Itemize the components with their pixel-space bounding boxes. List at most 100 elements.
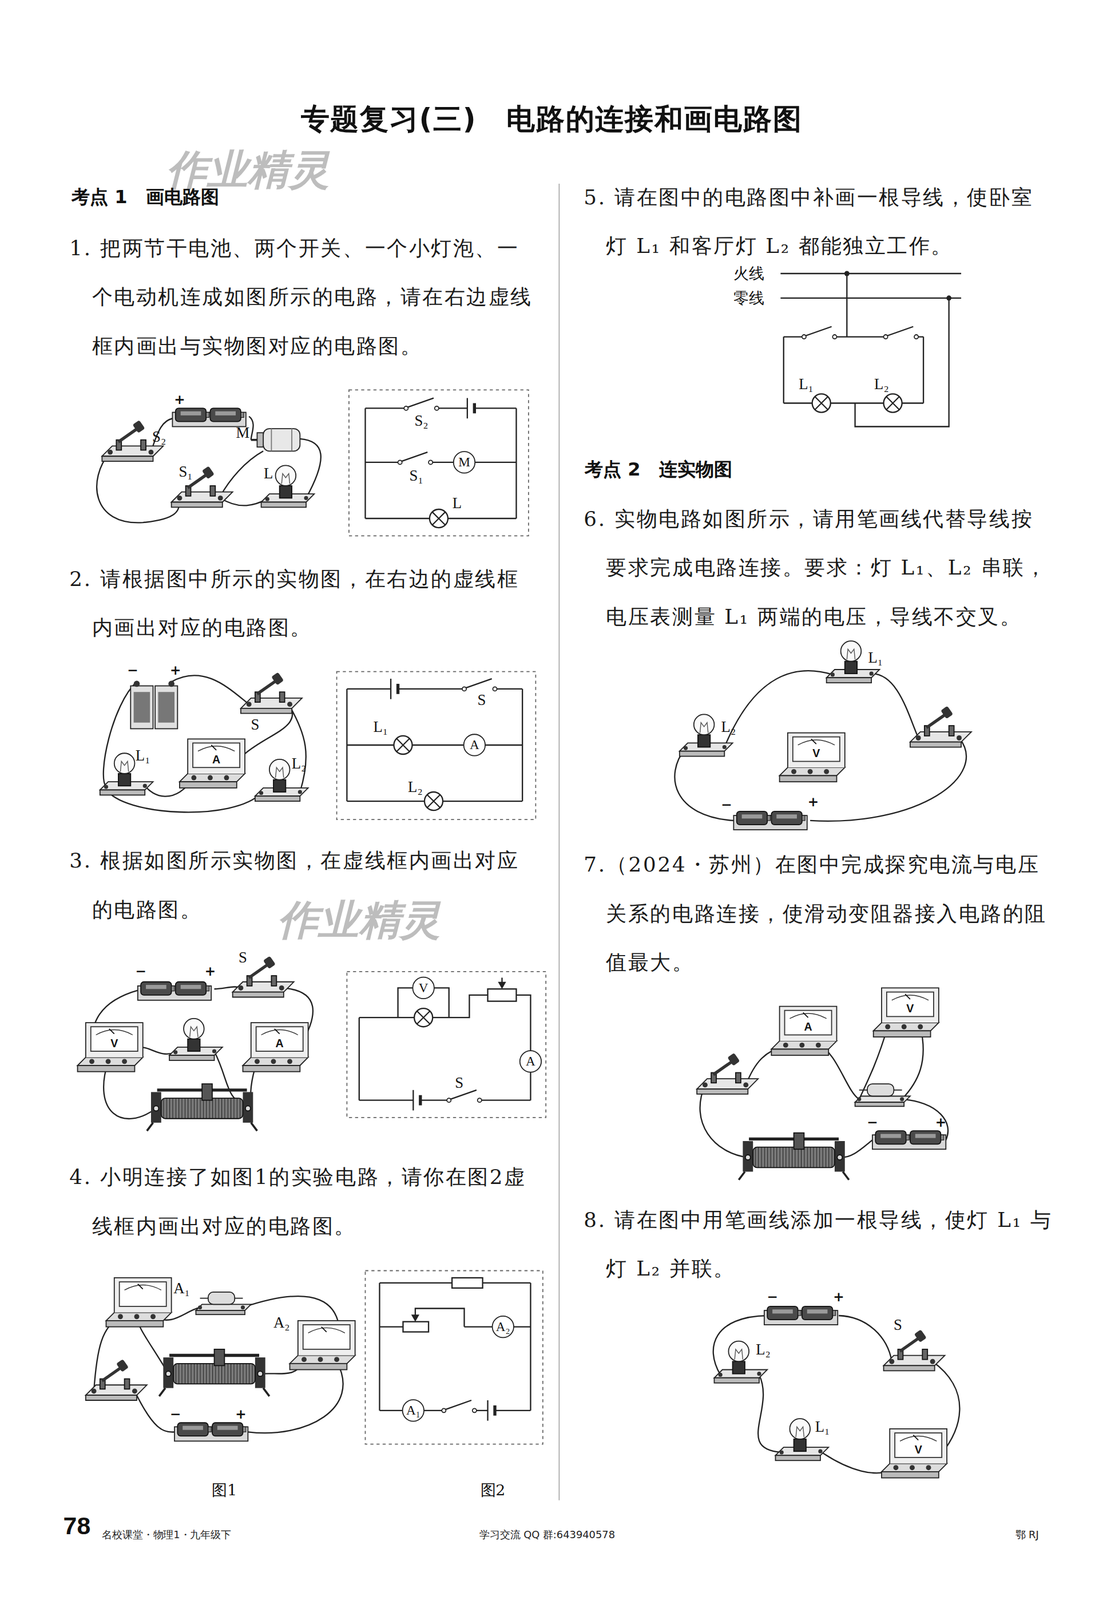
circuit-picture (696, 987, 948, 1180)
component-label: L₂ (874, 375, 890, 392)
section-heading: 考点 1 画电路图 (71, 184, 220, 210)
circuit-wire (365, 407, 517, 519)
question-text: 2. 请根据图中所示的实物图，在右边的虚线框内画出对应的电路图。 (69, 553, 541, 652)
figure-caption: 图1 (211, 1480, 237, 1499)
meter-letter: V (906, 1001, 914, 1014)
circuit-picture (96, 416, 321, 523)
circuit-picture (85, 1277, 356, 1441)
circuit-picture (172, 407, 246, 427)
circuit-picture (195, 1291, 251, 1315)
column-divider (558, 183, 560, 1501)
circuit-picture (130, 680, 178, 729)
circuit-symbol (413, 1089, 420, 1111)
circuit-symbol (802, 326, 837, 339)
circuit-symbol (411, 1314, 420, 1321)
circuit-picture (159, 1349, 270, 1396)
component-label: S (893, 1316, 903, 1333)
component-label: 火线 (733, 265, 765, 283)
circuit-wire (487, 988, 517, 1001)
circuit-picture (881, 1428, 947, 1478)
circuit-wire (346, 688, 523, 801)
circuit-symbol (446, 1089, 482, 1102)
circuit-picture (77, 955, 313, 1131)
polarity-sign: − (169, 1406, 181, 1422)
circuit-picture (779, 732, 845, 783)
component-label: S₂ (152, 428, 166, 446)
meter-symbol: V (412, 976, 435, 999)
polarity-sign: − (720, 798, 732, 813)
circuit-picture (261, 465, 315, 507)
circuit-picture (290, 1320, 356, 1370)
component-label: S₁ (178, 463, 193, 480)
meter-letter: A (803, 1020, 812, 1033)
meter-letter: M (458, 454, 471, 470)
component-label: L₂ (721, 718, 737, 736)
meter-letter: V (110, 1036, 118, 1049)
circuit-wire (365, 407, 517, 519)
circuit-picture (873, 987, 939, 1037)
component-label: L₂ (755, 1340, 771, 1358)
circuit-symbol (467, 398, 475, 419)
circuit-picture (771, 1006, 837, 1056)
circuit-picture (242, 1022, 308, 1072)
meter-symbol: A (519, 1049, 542, 1073)
circuit-picture (910, 705, 972, 748)
circuit-picture (733, 811, 807, 830)
circuit-symbol (424, 791, 443, 811)
circuit-symbol (497, 981, 506, 989)
component-label: L (263, 465, 273, 482)
component-label: L (452, 494, 462, 512)
answer-box (365, 1270, 543, 1444)
circuit-wire (379, 1277, 531, 1411)
circuit-picture (855, 1083, 911, 1106)
component-label: S (238, 949, 248, 966)
component-label: A₂ (273, 1314, 291, 1331)
circuit-picture (738, 1132, 849, 1180)
circuit-picture (764, 1306, 838, 1325)
polarity-sign: + (204, 963, 216, 979)
question-text: 8. 请在图中用笔画线添加一根导线，使灯 L₁ 与灯 L₂ 并联。 (583, 1195, 1053, 1293)
figure-caption: 图2 (480, 1480, 506, 1499)
meter-letter: V (418, 980, 429, 995)
circuit-wire (359, 977, 531, 1101)
polarity-sign: + (235, 1406, 247, 1422)
footer-text: 鄂 RJ (1015, 1528, 1039, 1541)
circuit-picture (696, 1052, 759, 1094)
polarity-sign: + (807, 794, 819, 809)
circuit-symbol (487, 1399, 495, 1421)
circuit-picture (105, 1277, 172, 1327)
meter-symbol: A (463, 733, 486, 756)
component-label: L₁ (373, 718, 388, 736)
circuit-symbol (883, 326, 919, 339)
question-text: 6. 实物电路如图所示，请用笔画线代替导线按要求完成电路连接。要求：灯 L₁、L… (583, 493, 1053, 641)
circuit-picture (147, 1083, 258, 1131)
component-label: S (454, 1074, 464, 1091)
circuit-picture (174, 1422, 248, 1441)
footer-text: 学习交流 QQ 群:643940578 (479, 1528, 616, 1541)
polarity-sign: − (127, 663, 138, 678)
polarity-sign: − (135, 963, 146, 979)
meter-letter: A₁ (406, 1402, 421, 1418)
answer-box (336, 671, 537, 820)
meter-letter: V (812, 747, 820, 760)
component-label: L₁ (798, 375, 814, 392)
circuit-wire (402, 1321, 429, 1332)
page-title: 专题复习(三) 电路的连接和画电路图 (0, 100, 1103, 140)
circuit-picture (100, 672, 309, 813)
circuit-picture (179, 738, 245, 788)
meter-letter: A₂ (496, 1319, 511, 1334)
answer-box (346, 971, 546, 1118)
circuit-symbol (393, 735, 412, 755)
circuit-wire (780, 273, 962, 427)
circuit-symbol (390, 678, 398, 700)
meter-symbol: A₂ (492, 1315, 515, 1338)
polarity-sign: + (169, 663, 181, 678)
circuit-picture (77, 1022, 144, 1072)
question-text: 4. 小明连接了如图1的实验电路，请你在图2虚线框内画出对应的电路图。 (69, 1152, 541, 1251)
component-label: 零线 (733, 290, 765, 307)
component-label: L₂ (407, 778, 423, 796)
component-label: S (250, 716, 260, 733)
component-label: L₁ (815, 1418, 831, 1435)
circuit-symbol (883, 393, 903, 412)
